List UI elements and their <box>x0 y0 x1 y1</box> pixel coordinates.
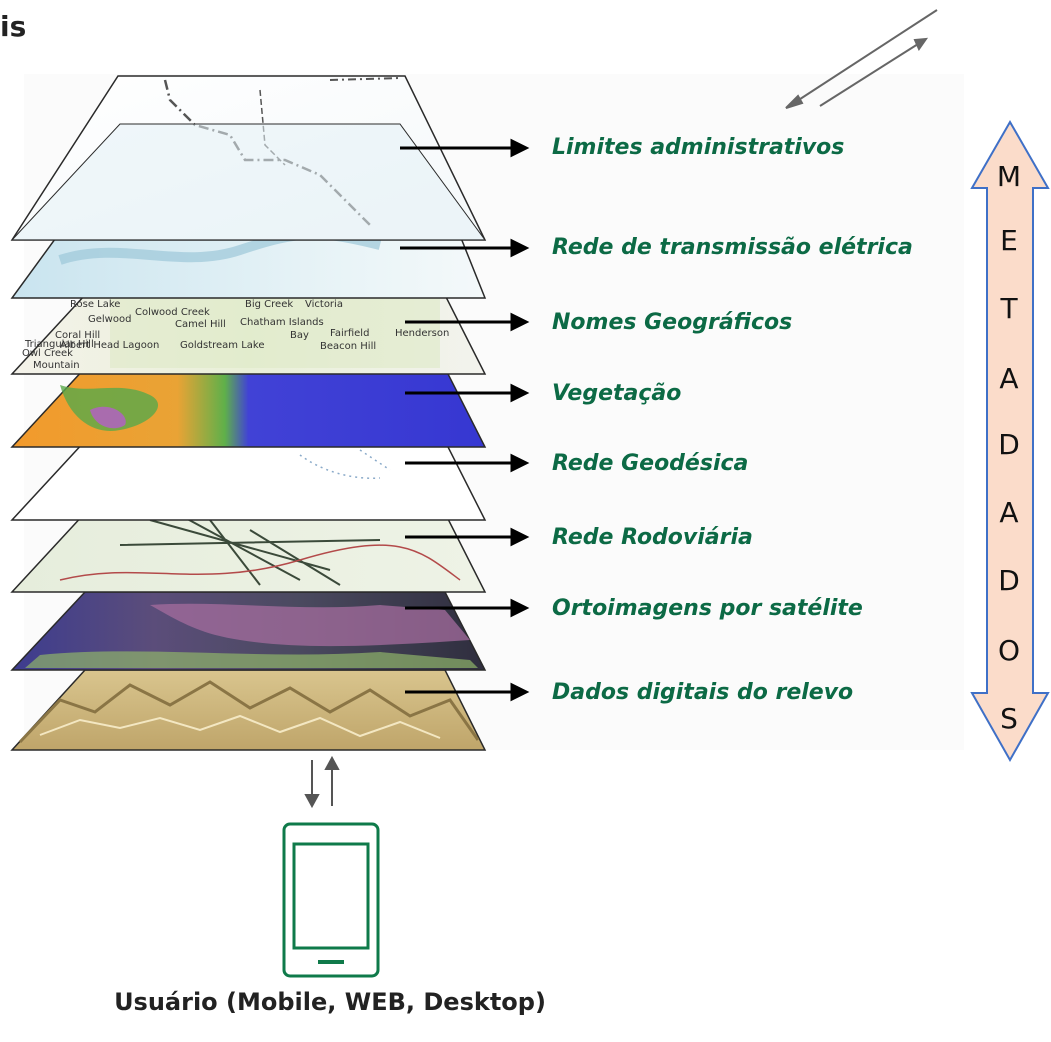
map-label: Fairfield <box>330 328 369 339</box>
layer-vegetation <box>10 367 487 448</box>
map-label: Triangular Hill <box>24 339 94 350</box>
map-label: Bay <box>290 330 309 341</box>
layer-roads <box>10 512 487 593</box>
map-label: Coral Hill <box>55 330 100 341</box>
map-label: Owl Creek <box>22 348 73 359</box>
map-label: Gelwood <box>88 314 131 325</box>
map-label: Big Creek <box>245 299 293 310</box>
metadata-letter: M <box>996 160 1022 193</box>
metadata-letter: E <box>1000 224 1018 257</box>
layer-place-names <box>10 294 487 375</box>
map-label: Beacon Hill <box>320 341 376 352</box>
map-label: Henderson <box>395 328 449 339</box>
map-label: Chatham Islands <box>240 317 324 328</box>
map-label: Rose Lake <box>70 299 120 310</box>
metadata-letter: A <box>999 362 1019 395</box>
arrowhead <box>510 312 530 332</box>
arrowhead <box>510 598 530 618</box>
layer-label-relief: Dados digitais do relevo <box>552 680 854 705</box>
arrowhead <box>510 527 530 547</box>
connector-arrows <box>400 138 530 702</box>
layer-relief <box>10 669 487 751</box>
map-label: Mountain <box>33 360 80 371</box>
server-link-arrows <box>785 9 938 109</box>
map-label: Victoria <box>305 299 343 310</box>
metadata-letter: D <box>998 428 1020 461</box>
layer-label-roads: Rede Rodoviária <box>552 525 753 550</box>
metadata-letter: O <box>997 634 1021 667</box>
arrowhead <box>510 238 530 258</box>
map-label: Albert Head Lagoon <box>60 340 159 351</box>
user-link-arrows <box>304 755 340 809</box>
metadata-double-arrow <box>970 119 1050 763</box>
arrowhead <box>510 682 530 702</box>
layer-label-geodetic: Rede Geodésica <box>552 451 749 476</box>
layer-geodetic <box>10 440 487 521</box>
page-title-fragment: is <box>0 10 27 43</box>
layer-satellite <box>10 591 487 671</box>
user-label: Usuário (Mobile, WEB, Desktop) <box>114 988 546 1016</box>
layer-label-satellite: Ortoimagens por satélite <box>552 596 863 621</box>
layer-label-place-names: Nomes Geográficos <box>552 310 793 335</box>
map-label: Goldstream Lake <box>180 340 265 351</box>
map-label: Colwood Creek <box>135 307 210 318</box>
layer-limits-inner <box>10 123 486 241</box>
map-label: Camel Hill <box>175 319 226 330</box>
metadata-letter: D <box>998 564 1020 597</box>
arrowhead <box>510 138 530 158</box>
metadata-letter: T <box>1000 292 1018 325</box>
arrowhead <box>510 453 530 473</box>
layer-label-power-grid: Rede de transmissão elétrica <box>552 235 913 260</box>
layer-label-limits: Limites administrativos <box>552 135 845 160</box>
mobile-device-icon <box>282 822 380 978</box>
metadata-letter: S <box>1000 702 1018 735</box>
map-label-group: Rose Lake Colwood Creek Camel Hill Big C… <box>22 299 449 371</box>
metadata-letter: A <box>999 496 1019 529</box>
layer-label-vegetation: Vegetação <box>552 381 682 406</box>
arrowhead <box>510 383 530 403</box>
